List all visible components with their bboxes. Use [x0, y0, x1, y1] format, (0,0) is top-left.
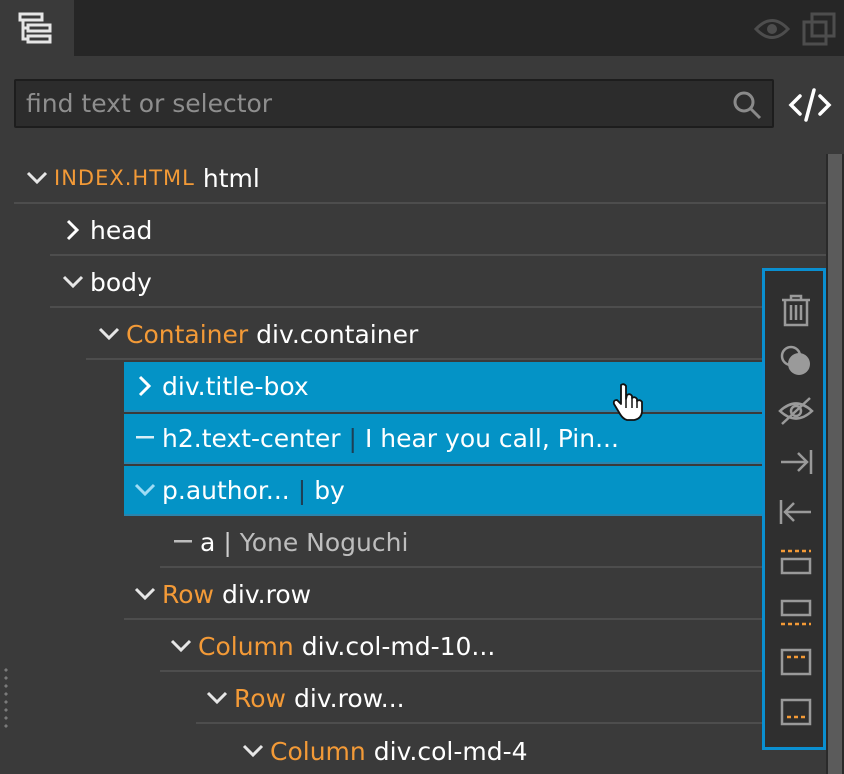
separator: |: [223, 527, 232, 557]
component-label: Container: [126, 319, 249, 349]
tree-row-root[interactable]: INDEX.HTML html: [14, 154, 826, 204]
indent-right-icon[interactable]: [777, 443, 815, 481]
chevron-down-icon[interactable]: [128, 569, 162, 619]
chevron-right-icon[interactable]: [128, 361, 162, 411]
insert-inside-top-icon[interactable]: [777, 643, 815, 681]
node-name: div.row...: [294, 683, 405, 713]
tree-row-row[interactable]: Row div.row: [124, 570, 826, 620]
chevron-down-icon[interactable]: [92, 309, 126, 359]
leaf-dash-icon: [166, 517, 200, 567]
tree-row-head[interactable]: head: [50, 206, 826, 256]
tree-row-column[interactable]: Column div.col-md-10...: [160, 622, 826, 672]
code-view-icon[interactable]: [788, 86, 832, 124]
tree-row-h2[interactable]: h2.text-center | I hear you call, Pin...: [124, 414, 764, 464]
node-name: div.row: [222, 579, 312, 609]
chevron-right-icon[interactable]: [56, 205, 90, 255]
scrollbar-thumb[interactable]: [828, 154, 842, 774]
chevron-down-icon[interactable]: [164, 621, 198, 671]
outdent-left-icon[interactable]: [777, 493, 815, 531]
search-icon[interactable]: [732, 90, 762, 120]
root-label: INDEX.HTML: [54, 166, 195, 190]
element-actions-toolbar: [762, 268, 826, 750]
component-label: Row: [234, 683, 286, 713]
insert-above-icon[interactable]: [777, 543, 815, 581]
chevron-down-icon[interactable]: [56, 257, 90, 307]
node-text: I hear you call, Pin...: [364, 423, 619, 453]
insert-inside-bottom-icon[interactable]: [777, 693, 815, 731]
resize-handle[interactable]: [4, 666, 8, 730]
search-box: [14, 79, 774, 128]
chevron-down-icon[interactable]: [200, 673, 234, 723]
tree-row-title-box[interactable]: div.title-box: [124, 362, 764, 412]
hand-cursor-icon: [612, 383, 643, 421]
separator: |: [348, 423, 357, 453]
tree-row-body[interactable]: body: [50, 258, 826, 308]
leaf-dash-icon: [128, 413, 162, 463]
node-text: by: [314, 475, 345, 505]
component-label: Column: [198, 631, 294, 661]
panel-top-bar: [0, 0, 844, 56]
node-name: div.col-md-4: [373, 736, 528, 766]
tree-row-a[interactable]: a | Yone Noguchi: [160, 518, 826, 568]
node-name: div.container: [256, 319, 419, 349]
tree-row-column-nested[interactable]: Column div.col-md-4: [232, 726, 826, 774]
component-label: Column: [270, 736, 366, 766]
duplicate-windows-icon[interactable]: [802, 12, 836, 46]
tree-row-p-author[interactable]: p.author... | by: [124, 466, 764, 516]
separator: |: [297, 475, 307, 505]
eye-icon[interactable]: [754, 14, 790, 44]
node-name: a: [200, 527, 216, 557]
component-label: Row: [162, 579, 214, 609]
search-input[interactable]: [26, 81, 726, 126]
layers-tree-icon: [18, 12, 52, 44]
node-name: h2.text-center: [162, 423, 341, 453]
chevron-down-icon[interactable]: [20, 153, 54, 203]
hide-eye-icon[interactable]: [777, 392, 815, 430]
node-name: body: [90, 267, 152, 297]
tree-tab[interactable]: [0, 0, 74, 56]
node-text: Yone Noguchi: [239, 527, 409, 557]
trash-icon[interactable]: [777, 291, 815, 329]
node-name: div.col-md-10...: [301, 631, 496, 661]
tree-row-container[interactable]: Container div.container: [86, 310, 826, 360]
root-name: html: [202, 163, 260, 193]
chevron-down-icon[interactable]: [128, 465, 162, 515]
chevron-down-icon[interactable]: [236, 726, 270, 774]
node-name: div.title-box: [162, 371, 309, 401]
element-tree: INDEX.HTML html head body Container div.…: [0, 154, 826, 774]
node-name: p.author...: [162, 475, 290, 505]
node-name: head: [90, 215, 153, 245]
tree-row-row-nested[interactable]: Row div.row...: [196, 674, 826, 724]
duplicate-circles-icon[interactable]: [777, 342, 815, 380]
insert-below-icon[interactable]: [777, 594, 815, 632]
